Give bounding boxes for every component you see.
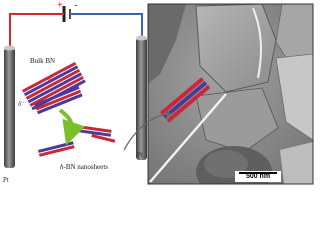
bulk-bn-label: Bulk BN [30,57,56,65]
negative-terminal-sign: - [74,0,78,11]
tem-image [148,4,313,184]
nanosheets-label: h-BN nanosheets [60,163,108,171]
bulk-bn-stack [22,61,86,111]
tem-nanosheet [160,77,211,123]
nanosheet-2 [38,141,75,157]
battery [62,6,71,22]
bulk-bn-stack-2 [34,86,83,115]
positive-terminal-sign: + [57,0,63,11]
scale-bar-label: 500 nm [245,173,271,180]
exfoliation-arrow [58,108,86,146]
wire-negative [70,13,143,40]
schematic [4,3,314,185]
figure: + - Bulk BN δ⁺ δ⁻ h-BN nanosheets Pt Pt … [3,0,314,185]
to-tem-arrow-head [166,110,172,118]
scale-bar-box [235,171,281,182]
delta-minus-label: δ⁻ [18,100,25,108]
nanosheet-1 [69,124,112,137]
nanosheet-3 [91,134,116,143]
electrode-left-label: Pt [3,176,9,184]
delta-plus-label: δ⁺ [48,76,55,84]
electrode-right-label: Pt [137,151,143,159]
scale-bar [239,172,277,174]
nanosheets-prefix: h [60,163,64,171]
electrode-left [4,45,15,168]
wire-positive [9,13,64,50]
electrode-right [136,35,147,160]
tem-border [147,3,314,185]
nanosheets-suffix: -BN nanosheets [63,163,109,171]
to-tem-arrow [123,113,169,151]
